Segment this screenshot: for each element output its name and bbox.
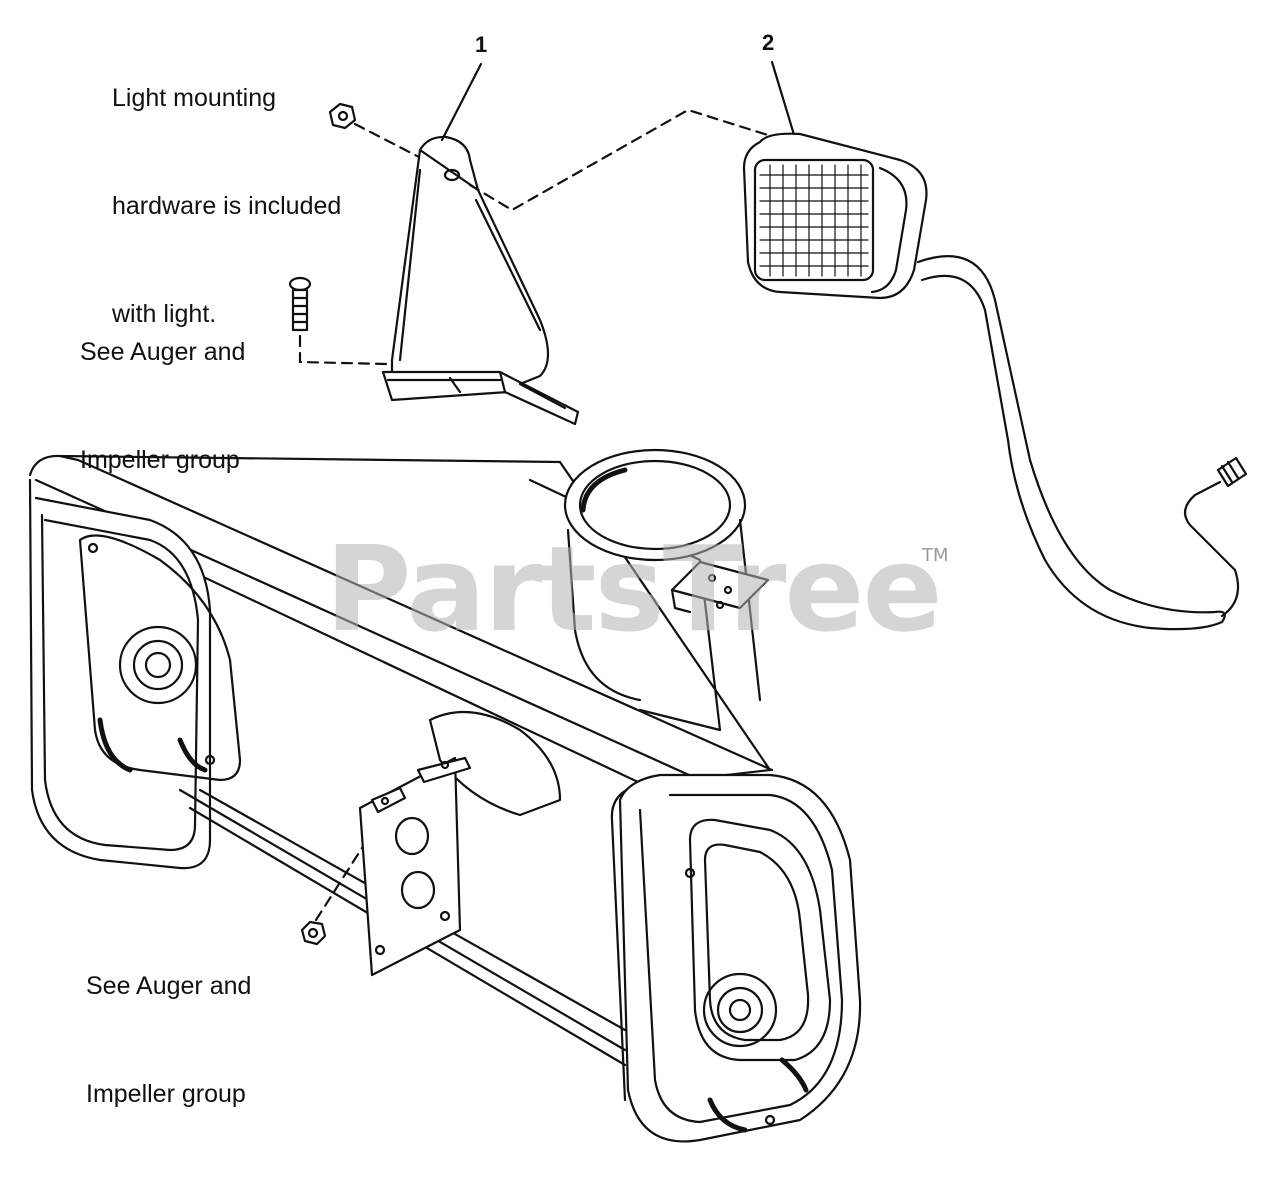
carriage-bolt [288, 276, 312, 332]
hex-nut-upper [328, 102, 357, 130]
leader-line-part-2 [770, 60, 797, 140]
callout-line: Impeller group [80, 446, 240, 474]
callout-see-auger-upper: See Auger and Impeller group [80, 262, 245, 514]
hex-nut-lower [300, 920, 327, 946]
dashed-leader-bolt-bracket [298, 334, 388, 366]
callout-light-hardware: Light mounting hardware is included with… [112, 8, 341, 368]
work-light-part [742, 132, 928, 300]
callout-line: See Auger and [86, 972, 252, 1000]
cable-connector [1216, 456, 1248, 488]
callout-see-auger-lower: See Auger and Impeller group [86, 896, 251, 1148]
callout-line: See Auger and [80, 338, 246, 366]
callout-line: Impeller group [86, 1080, 246, 1108]
light-bracket-part [381, 135, 580, 426]
part-number-2: 2 [762, 30, 775, 55]
callout-line: with light. [112, 300, 217, 328]
dashed-leader-bracket-light [468, 108, 792, 212]
auger-housing [28, 448, 862, 1143]
watermark-text: PartsTree [325, 520, 943, 658]
callout-line: Light mounting [112, 84, 277, 112]
callout-line: hardware is included [112, 192, 342, 220]
dashed-leader-lower-nut [314, 846, 364, 922]
leader-line-part-1 [440, 62, 483, 142]
trademark-symbol: TM [922, 545, 949, 566]
housing-mounting-bracket [358, 756, 472, 977]
light-cable [916, 255, 1240, 631]
part-number-1: 1 [475, 32, 488, 57]
